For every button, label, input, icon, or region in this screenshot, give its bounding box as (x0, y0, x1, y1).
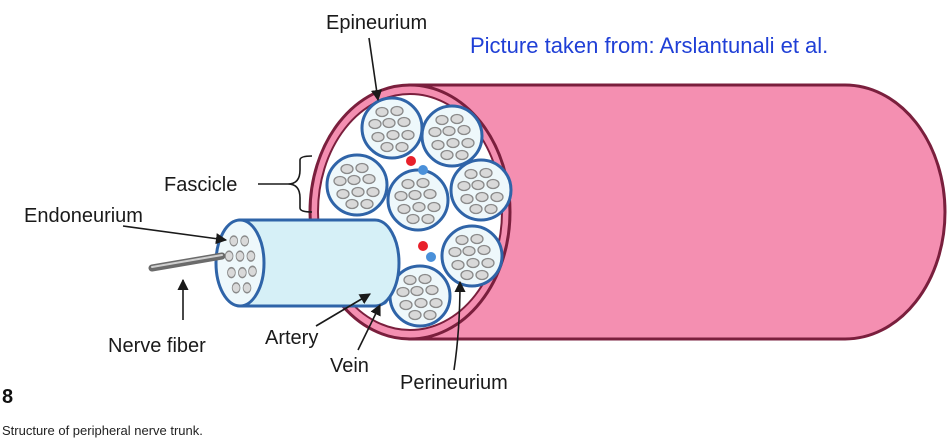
fascicle-bracket (258, 156, 312, 212)
artery-dot (418, 241, 428, 251)
label-nerve-fiber: Nerve fiber (108, 335, 206, 357)
artery-dot (406, 156, 416, 166)
label-epineurium: Epineurium (326, 12, 427, 34)
image-credit: Picture taken from: Arslantunali et al. (470, 33, 828, 59)
label-artery: Artery (265, 327, 318, 349)
protruding-fascicle (216, 220, 399, 306)
endoneurium-leader (123, 226, 226, 240)
fascicle (327, 155, 387, 215)
label-endoneurium: Endoneurium (24, 205, 143, 227)
figure-caption: Structure of peripheral nerve trunk. (2, 423, 203, 438)
label-fascicle: Fascicle (164, 174, 237, 196)
label-vein: Vein (330, 355, 369, 377)
fascicle (362, 98, 422, 158)
fascicle (442, 226, 502, 286)
label-perineurium: Perineurium (400, 372, 508, 394)
fascicle (388, 170, 448, 230)
fascicle (451, 160, 511, 220)
vein-dot (418, 165, 428, 175)
vein-dot (426, 252, 436, 262)
epineurium-leader (369, 38, 378, 100)
fascicle (422, 106, 482, 166)
figure-number: 8 (2, 386, 13, 409)
